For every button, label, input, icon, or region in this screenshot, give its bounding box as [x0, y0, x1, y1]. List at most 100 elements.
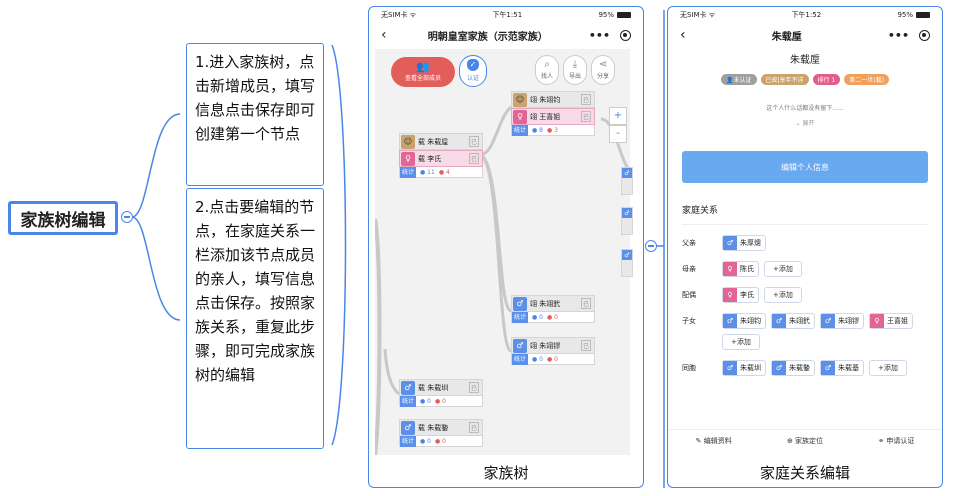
deceased-badge: 已 — [580, 111, 591, 122]
back-icon[interactable]: ‹ — [381, 27, 387, 43]
relative-name: 李氏 — [740, 291, 754, 299]
relative-name: 朱翊钧 — [740, 317, 761, 325]
nav-bar: ‹ 明朝皇室家族（示范家族） ••• — [369, 23, 643, 47]
zoom-out-button[interactable]: - — [609, 125, 627, 143]
relative-chip[interactable]: ♂朱翊釴 — [771, 313, 815, 329]
male-count: ● 0 — [532, 313, 543, 321]
female-avatar-icon: ♀ — [401, 151, 415, 166]
relative-chip[interactable]: ♂朱载䥍 — [771, 360, 815, 376]
stat-label: 统计 — [400, 166, 417, 178]
zoom-in-button[interactable]: + — [609, 107, 627, 125]
deceased-badge: 已 — [468, 382, 479, 393]
tree-canvas[interactable]: 👥 查看全部成员 ✓ 认证 ⌕ 找人 ⤓导出 ⋖分享 + - ☺翊 朱翊钧已 ♀ 翊… — [375, 49, 633, 455]
offscreen-member-card[interactable]: ♂ — [621, 207, 633, 235]
export-button[interactable]: ⤓导出 — [563, 55, 587, 85]
bio-text: 这个人什么话都没有留下...... — [766, 105, 844, 112]
screenshot-caption: 家族树 — [483, 464, 529, 482]
relation-label: 母亲 — [682, 265, 696, 273]
find-person-button[interactable]: ⌕ 找人 — [535, 55, 559, 85]
member-card[interactable]: ♂翊 朱翊镠已 统计● 0● 0 — [511, 337, 595, 365]
stat-row: 统计● 0● 0 — [511, 353, 595, 365]
family-locate-link[interactable]: ⊕ 家族定位 — [786, 437, 824, 445]
relative-chip[interactable]: ♂朱翊钧 — [722, 313, 766, 329]
family-tree-screenshot: 无SIM卡 ᯤ 下午1:51 95% ‹ 明朝皇室家族（示范家族） ••• 👥 — [368, 6, 644, 488]
add-relative-button[interactable]: +添加 — [764, 261, 802, 277]
relative-chip[interactable]: ♂朱翊镠 — [820, 313, 864, 329]
member-row[interactable]: ♂载 朱载圳已 — [399, 379, 483, 396]
search-icon: ⌕ — [544, 59, 550, 70]
relation-chips: ♂朱厚熜 — [722, 235, 922, 251]
relation-label: 子女 — [682, 317, 696, 325]
more-icon[interactable]: ••• — [588, 28, 610, 42]
generation-char: 翊 — [530, 299, 537, 308]
relative-chip[interactable]: ♂朱载基 — [820, 360, 864, 376]
offscreen-member-card[interactable]: ♂ — [621, 249, 633, 277]
member-card[interactable]: ♂载 朱载圳已 统计● 0● 0 — [399, 379, 483, 407]
relative-chip[interactable]: ♂朱厚熜 — [722, 235, 766, 251]
male-count-value: 11 — [427, 168, 435, 176]
stat-row: 统计● 8● 3 — [511, 124, 595, 136]
capsule-menu: ••• — [888, 29, 930, 42]
male-avatar-icon: ♂ — [723, 236, 737, 250]
relative-chip[interactable]: ♂朱载圳 — [722, 360, 766, 376]
member-name: 李氏 — [427, 154, 442, 163]
relative-name: 朱载基 — [838, 364, 859, 372]
auth-button[interactable]: ✓ 认证 — [459, 55, 487, 87]
relation-chips: ♀李氏 +添加 — [722, 287, 922, 303]
collapse-icon[interactable] — [121, 211, 133, 223]
relation-edit-screenshot: 无SIM卡 ᯤ 下午1:52 95% ‹ 朱载垕 ••• 朱载垕 👤未认证 已故… — [667, 6, 943, 488]
add-relative-button[interactable]: +添加 — [869, 360, 907, 376]
offscreen-member-card[interactable]: ♂ — [621, 167, 633, 195]
stat-label: 统计 — [512, 124, 529, 136]
female-avatar-icon: ♀ — [870, 314, 884, 328]
member-row[interactable]: ♂翊 朱翊釴已 — [511, 295, 595, 312]
back-icon[interactable]: ‹ — [680, 27, 686, 43]
relative-chip[interactable]: ♀王喜姐 — [869, 313, 913, 329]
deceased-badge: 已 — [468, 136, 479, 147]
male-count: ● 0 — [420, 437, 431, 445]
status-time: 下午1:52 — [791, 11, 822, 19]
edit-profile-button[interactable]: 编辑个人信息 — [682, 151, 928, 183]
female-count-value: 0 — [442, 437, 446, 445]
close-miniprogram-icon[interactable] — [918, 29, 930, 41]
member-name: 王喜姐 — [539, 112, 561, 121]
capsule-menu: ••• — [589, 29, 631, 42]
collapse-icon[interactable] — [645, 240, 657, 252]
relative-chip[interactable]: ♀李氏 — [722, 287, 759, 303]
relative-name: 朱厚熜 — [740, 239, 761, 247]
female-avatar-icon: ♀ — [723, 288, 737, 302]
relative-chip[interactable]: ♀陈氏 — [722, 261, 759, 277]
close-miniprogram-icon[interactable] — [619, 29, 631, 41]
share-button[interactable]: ⋖分享 — [591, 55, 615, 85]
expand-link[interactable]: ⌄ 展开 — [795, 120, 815, 127]
edit-info-link[interactable]: ✎ 编辑资料 — [695, 437, 732, 445]
more-icon[interactable]: ••• — [887, 28, 909, 42]
carrier-status: 无SIM卡 ᯤ — [680, 11, 716, 19]
step-two-box: 2.点击要编辑的节点，在家庭关系一栏添加该节点成员的亲人，填写信息点击保存。按照… — [186, 188, 324, 449]
view-all-members-button[interactable]: 👥 查看全部成员 — [391, 57, 455, 87]
female-count: ● 0 — [435, 397, 446, 405]
member-card[interactable]: ♂载 朱载䥍已 统计● 0● 0 — [399, 419, 483, 447]
member-row[interactable]: ♀翊 王喜姐已 — [511, 108, 595, 125]
relation-row-spouse: 配偶 ♀李氏 +添加 — [682, 287, 928, 303]
member-card[interactable]: ☺载 朱载垕已 ♀载 李氏已 统计● 11● 4 — [399, 133, 483, 178]
member-row[interactable]: ☺载 朱载垕已 — [399, 133, 483, 150]
tool-label: 找人 — [540, 73, 553, 80]
battery-icon — [916, 12, 930, 18]
member-row[interactable]: ♀载 李氏已 — [399, 150, 483, 167]
relation-row-father: 父亲 ♂朱厚熜 — [682, 235, 928, 251]
member-row[interactable]: ♂载 朱载䥍已 — [399, 419, 483, 436]
tool-label: 分享 — [596, 73, 609, 80]
relation-row-siblings: 同胞 ♂朱载圳 ♂朱载䥍 ♂朱载基 +添加 — [682, 360, 928, 376]
member-row[interactable]: ☺翊 朱翊钧已 — [511, 91, 595, 108]
stat-label: 统计 — [512, 353, 529, 365]
member-row[interactable]: ♂翊 朱翊镠已 — [511, 337, 595, 354]
member-card[interactable]: ♂翊 朱翊釴已 统计● 0● 0 — [511, 295, 595, 323]
member-card[interactable]: ☺翊 朱翊钧已 ♀翊 王喜姐已 统计● 8● 3 — [511, 91, 595, 136]
add-relative-button[interactable]: +添加 — [764, 287, 802, 303]
apply-auth-link[interactable]: ⚭ 申请认证 — [878, 437, 915, 445]
shield-icon: ✓ — [467, 59, 479, 71]
add-relative-button[interactable]: +添加 — [722, 334, 760, 350]
page-title: 朱载垕 — [771, 31, 802, 43]
